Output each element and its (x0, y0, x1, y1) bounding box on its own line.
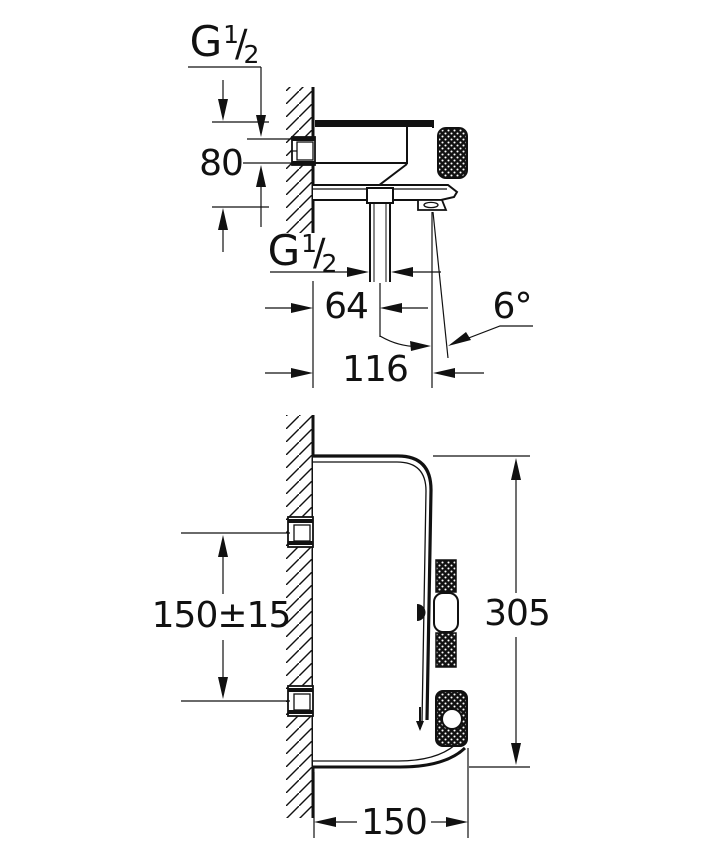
thread-label-spout: G1/2 (267, 226, 338, 278)
arrowhead-right-icon (291, 368, 313, 378)
safestop-button-mark (417, 604, 426, 621)
arrowhead-right-icon (410, 341, 431, 351)
side-view (188, 66, 533, 388)
thread-label-inlet: G1/2 (189, 17, 260, 69)
arrowhead-right-icon (446, 817, 468, 827)
flow-arrow-icon (416, 721, 424, 731)
arrowhead-down-icon (256, 115, 266, 137)
mixer-body-side (291, 120, 468, 282)
arrowhead-down-icon (511, 743, 521, 765)
mixer-body-front (313, 454, 467, 769)
arrowhead-up-icon (218, 208, 228, 230)
dim-label-150pm15: 150±15 (151, 595, 292, 636)
arrowhead-up-icon (511, 458, 521, 480)
dim-label-80: 80 (199, 143, 244, 184)
arrowhead-up-icon (256, 165, 266, 187)
arrowhead-left-icon (314, 817, 336, 827)
dim-label-64: 64 (324, 286, 369, 327)
handle-knurl-side (437, 127, 468, 179)
wall-union-upper (287, 516, 314, 548)
spout-angle-line (432, 211, 449, 359)
outlet-stub (417, 199, 448, 211)
arrowhead-right-icon (291, 303, 313, 313)
thermostat-grip (433, 592, 459, 633)
dim-label-150: 150 (361, 802, 428, 843)
arrowhead-down-icon (218, 677, 228, 699)
dimensions-front-view (181, 455, 530, 838)
wall-union-lower (287, 685, 314, 717)
front-view (181, 415, 530, 838)
arrowhead-up-icon (218, 535, 228, 557)
arrowhead-left-icon (391, 267, 413, 277)
thermostat-knurl-lower (435, 632, 457, 668)
arrowhead-left-icon (448, 332, 471, 346)
dim-label-116: 116 (342, 349, 409, 390)
inlet-nipple (291, 136, 316, 166)
dim-label-305: 305 (484, 593, 551, 634)
arrowhead-left-icon (433, 368, 455, 378)
arrowhead-down-icon (218, 99, 228, 121)
dimensions-side-view (188, 66, 533, 388)
volume-knob-button (441, 708, 463, 730)
thermostat-knurl-upper (435, 559, 457, 593)
spout-collar (366, 187, 394, 204)
controls-front (416, 559, 468, 747)
arrowhead-right-icon (347, 267, 369, 277)
arrowhead-left-icon (380, 303, 402, 313)
dim-label-6deg: 6° (492, 286, 533, 327)
